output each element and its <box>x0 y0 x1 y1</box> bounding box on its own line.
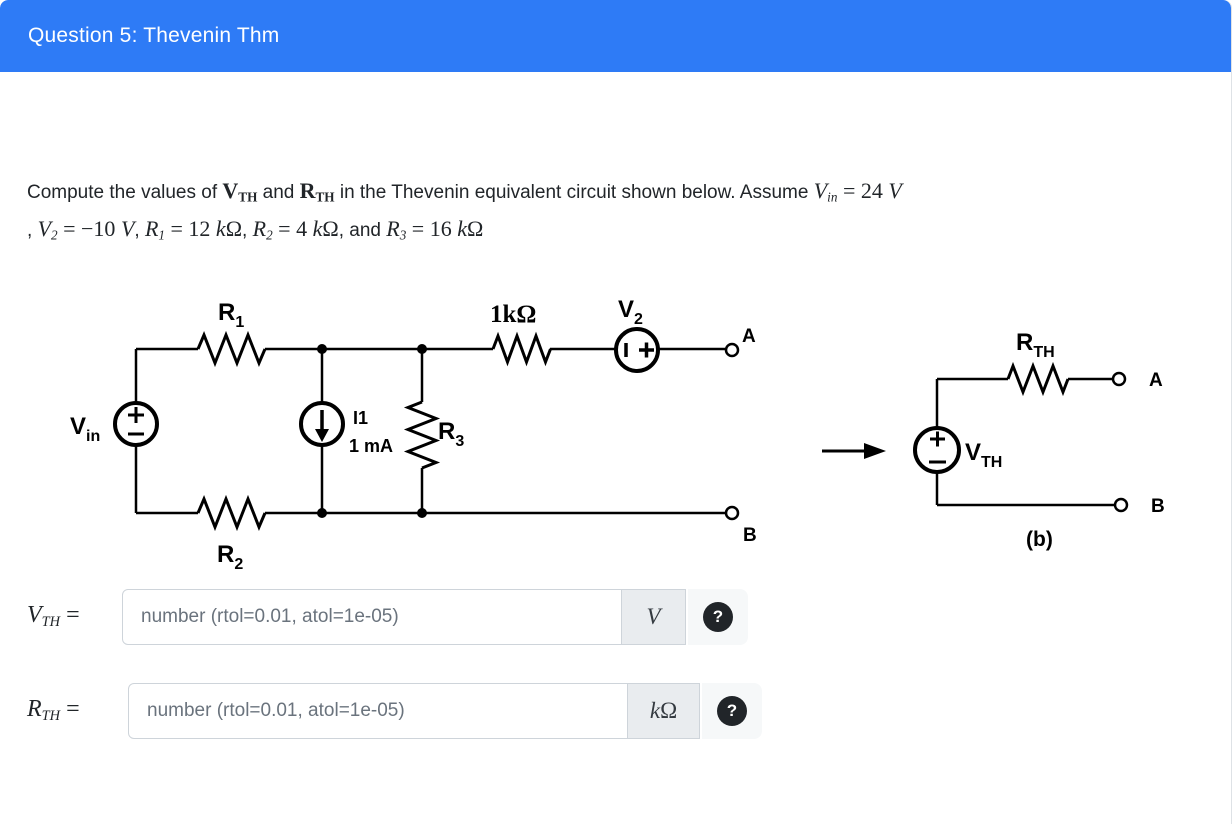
v2-source: V2 <box>614 296 660 373</box>
thevenin-circuit: RTH VTH A <box>913 329 1165 551</box>
i1-name-label: I1 <box>353 408 368 428</box>
plus-sign-icon <box>639 342 654 358</box>
junction-nodes <box>317 344 427 518</box>
vth-answer-label: VTH = <box>27 602 80 631</box>
rth-answer-row: RTH = kΩ ? <box>27 683 762 739</box>
thevenin-terminal-b-label: B <box>1151 496 1165 517</box>
rth-help-button[interactable]: ? <box>700 683 762 739</box>
statement-line-1: Compute the values of VTH and RTH in the… <box>27 178 902 205</box>
vth-input[interactable] <box>122 589 622 645</box>
resistor-rth: RTH <box>1006 329 1070 397</box>
v2-label: V2 <box>618 296 643 328</box>
rth-input-group: kΩ ? <box>128 683 762 739</box>
thevenin-wires <box>935 377 1115 507</box>
i1-value-label: 1 mA <box>349 436 393 456</box>
rth-label: RTH <box>1016 329 1055 361</box>
terminal-b: B <box>724 505 757 546</box>
r3-label: R3 <box>438 418 464 450</box>
plus-sign-icon <box>930 431 945 447</box>
circuit-figure: R1 R2 R3 1kΩ <box>0 282 1231 582</box>
equivalence-arrow-icon <box>822 443 886 459</box>
question-title: Question 5: Thevenin Thm <box>28 24 280 47</box>
circuit-wires <box>134 347 726 515</box>
terminal-a: A <box>724 326 756 358</box>
vth-label: VTH <box>965 439 1002 471</box>
subfigure-caption: (b) <box>1026 528 1053 551</box>
vth-help-button[interactable]: ? <box>686 589 748 645</box>
vth-unit-addon: V <box>622 589 686 645</box>
thevenin-terminal-b: B <box>1113 496 1165 517</box>
rth-input[interactable] <box>128 683 628 739</box>
plus-sign-icon <box>128 407 144 423</box>
circuit-diagram-svg: R1 R2 R3 1kΩ <box>70 296 1165 573</box>
vth-answer-row: VTH = V ? <box>27 589 748 645</box>
resistor-r3: R3 <box>403 400 464 470</box>
question-mark-icon: ? <box>717 696 747 726</box>
current-arrowhead-icon <box>315 429 329 442</box>
r1-label: R1 <box>218 299 244 331</box>
thevenin-terminal-a-label: A <box>1149 370 1163 391</box>
resistor-1k-label: 1kΩ <box>490 301 536 328</box>
question-mark-icon: ? <box>703 602 733 632</box>
resistor-r1: R1 <box>196 299 267 368</box>
vin-source: Vin <box>70 401 159 447</box>
i1-current-source: I1 1 mA <box>299 401 393 456</box>
original-circuit: R1 R2 R3 1kΩ <box>70 296 757 573</box>
terminal-a-label: A <box>742 326 756 347</box>
question-header: Question 5: Thevenin Thm <box>0 0 1231 72</box>
rth-answer-label: RTH = <box>27 696 80 725</box>
vth-source: VTH <box>913 426 1002 474</box>
resistor-r2: R2 <box>196 494 267 573</box>
vth-input-group: V ? <box>122 589 748 645</box>
resistor-1k: 1kΩ <box>490 301 552 367</box>
terminal-b-label: B <box>743 525 757 546</box>
thevenin-terminal-a: A <box>1111 370 1163 391</box>
question-body: Compute the values of VTH and RTH in the… <box>0 72 1231 824</box>
vin-label: Vin <box>70 413 100 445</box>
problem-statement: Compute the values of VTH and RTH in the… <box>27 172 1217 248</box>
r2-label: R2 <box>217 541 243 573</box>
statement-line-2: , V2 = −10 V, R1 = 12 kΩ, R2 = 4 kΩ, and… <box>27 216 484 243</box>
